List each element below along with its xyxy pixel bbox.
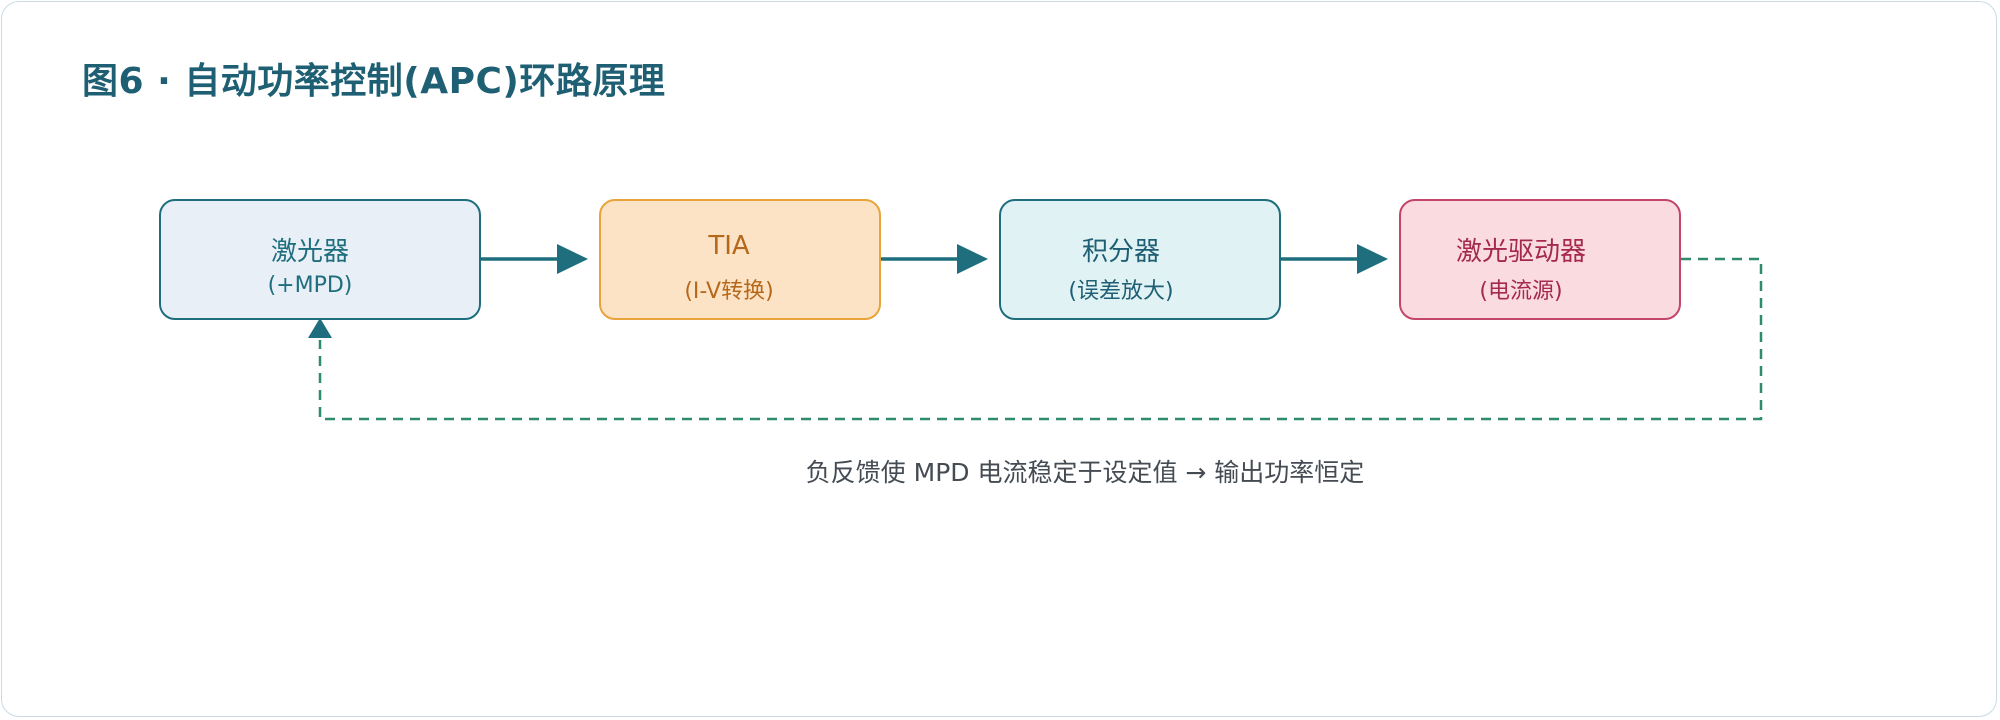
- tia-sublabel: (I-V转换): [684, 279, 774, 304]
- arrow-laser-to-tia: [481, 244, 588, 274]
- driver-node: 激光驱动器 (电流源): [1399, 199, 1681, 320]
- integrator-label: 积分器: [1081, 237, 1160, 267]
- arrow-integrator-to-driver: [1281, 244, 1388, 274]
- tia-node: TIA (I-V转换): [599, 199, 881, 320]
- laser-sublabel: (+MPD): [267, 273, 353, 298]
- figure-title: 图6 · 自动功率控制(APC)环路原理: [82, 61, 666, 102]
- arrow-tia-to-integrator: [881, 244, 988, 274]
- integrator-sublabel: (误差放大): [1068, 279, 1174, 304]
- feedback-caption: 负反馈使 MPD 电流稳定于设定值 → 输出功率恒定: [805, 458, 1365, 487]
- driver-sublabel: (电流源): [1479, 279, 1563, 304]
- integrator-node: 积分器 (误差放大): [999, 199, 1281, 320]
- laser-node: 激光器 (+MPD): [159, 199, 481, 320]
- driver-label: 激光驱动器: [1455, 237, 1586, 267]
- laser-label: 激光器: [270, 237, 349, 267]
- tia-label: TIA: [708, 231, 750, 261]
- feedback-path: [308, 257, 1763, 421]
